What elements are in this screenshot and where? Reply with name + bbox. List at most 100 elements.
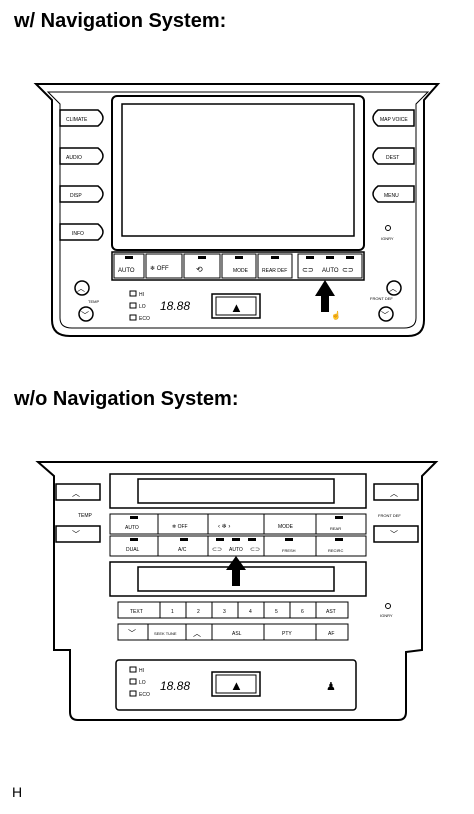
nav-climate-button-recirc[interactable]: ⟲ <box>183 253 221 279</box>
lower-panel <box>115 659 357 711</box>
climate-button-recirc[interactable]: RECIRC <box>328 538 343 553</box>
figure-code: H <box>12 784 23 800</box>
upper-display-frame <box>109 473 367 509</box>
climate-button-rear-def[interactable]: REAR <box>330 516 343 531</box>
audio-row-1: TEXT 1 2 3 4 5 6 AST <box>117 601 349 619</box>
right-temp-down-button[interactable]: ﹀ <box>373 525 419 543</box>
climate-button-ac-off[interactable]: ❄ OFF <box>172 514 209 534</box>
chevron-up-icon: ︿ <box>390 489 398 498</box>
hazard-triangle-icon: ▲ <box>230 300 243 315</box>
fan-low-icon: ⊂⊃ <box>212 547 222 553</box>
temp-down-button[interactable] <box>78 306 94 322</box>
chevron-up-icon: ︿ <box>389 284 397 293</box>
preset-button-2[interactable]: 2 <box>197 602 213 618</box>
right-temp-up-button[interactable]: ︿ <box>373 483 419 501</box>
left-temp-down-button[interactable]: ﹀ <box>55 525 101 543</box>
left-temp-up-button[interactable]: ︿ <box>55 483 101 501</box>
nav-climate-button-mode[interactable]: MODE <box>221 253 257 279</box>
hazard-button[interactable]: ▲ <box>211 293 261 319</box>
audio-button-label: ASL <box>232 631 242 637</box>
preset-label: 4 <box>249 609 252 615</box>
audio-button-af[interactable]: AF <box>328 631 334 637</box>
indicator-label: ECO <box>139 692 150 698</box>
audio-button-label: AST <box>326 609 336 615</box>
nav-climate-button-label: ❄ OFF <box>150 265 169 272</box>
right-temp-label: FRONT DEF <box>378 513 401 518</box>
preset-label: 1 <box>171 609 174 615</box>
fan-up-button[interactable] <box>386 280 402 296</box>
nav-climate-button-ac-off[interactable]: ❄ OFF <box>145 253 183 279</box>
preset-label: 2 <box>197 609 200 615</box>
indicator-label: HI <box>139 668 144 674</box>
nav-left-button-label: CLIMATE <box>66 117 88 123</box>
climate-button-auto[interactable]: AUTO <box>125 514 159 534</box>
ignition-label: IGNRY <box>381 236 394 241</box>
preset-button-1[interactable]: 1 <box>171 602 187 618</box>
audio-button-ast[interactable]: AST <box>326 609 336 615</box>
nav-right-button-dest[interactable]: DEST <box>372 147 415 165</box>
nav-climate-button-rear-def[interactable]: REAR DEF <box>257 253 293 279</box>
fan-down-button[interactable] <box>378 306 394 322</box>
climate-button-mode[interactable]: MODE <box>278 514 317 534</box>
climate-button-ac[interactable]: A/C <box>178 536 209 556</box>
climate-row-1: AUTO ❄ OFF ‹ ❄ › MODE REAR <box>109 513 367 535</box>
climate-button-fan-auto[interactable]: ⊂⊃ AUTO ⊂⊃ <box>212 536 265 556</box>
chevron-up-icon: ︿ <box>193 629 201 638</box>
ignition-label: IGNRY <box>380 613 393 618</box>
indicator-hi <box>129 666 137 673</box>
hand-icon: ☝ <box>331 310 341 320</box>
heading-without-navigation: w/o Navigation System: <box>14 388 239 410</box>
indicator-lo <box>129 678 137 685</box>
preset-button-6[interactable]: 6 <box>301 602 317 618</box>
ignition-indicator-light <box>385 603 391 609</box>
nav-climate-button-label: AUTO <box>322 268 339 274</box>
audio-button-pty[interactable]: PTY <box>282 624 317 640</box>
nav-right-button-menu[interactable]: MENU <box>372 185 415 203</box>
clock-display: 18.88 <box>160 299 190 313</box>
nav-left-button-label: DISP <box>70 193 82 199</box>
nav-climate-button-auto[interactable]: AUTO <box>113 253 145 279</box>
fan-low-icon: ⊂⊃ <box>302 267 314 274</box>
preset-button-4[interactable]: 4 <box>249 602 265 618</box>
climate-button-fan-speed[interactable]: ‹ ❄ › <box>218 514 265 534</box>
audio-button-text[interactable]: TEXT <box>130 602 161 618</box>
climate-button-dual[interactable]: DUAL <box>126 536 159 556</box>
left-temp-label: TEMP <box>78 513 93 519</box>
chevron-down-icon: ﹀ <box>128 629 136 638</box>
audio-button-asl[interactable]: ASL <box>232 624 265 640</box>
ignition-indicator-light <box>385 225 391 231</box>
audio-button-label: TEXT <box>130 609 143 615</box>
seek-up-button[interactable]: ︿ <box>193 624 213 640</box>
indicator-label: LO <box>139 680 146 686</box>
nav-screen-frame <box>111 95 365 251</box>
chevron-up-icon: ︿ <box>72 489 80 498</box>
preset-button-5[interactable]: 5 <box>275 602 291 618</box>
temp-up-button[interactable] <box>74 280 90 296</box>
seek-down-button[interactable]: ﹀ <box>128 624 149 640</box>
nav-left-button-disp[interactable]: DISP <box>59 185 104 203</box>
climate-button-label: AUTO <box>229 547 243 553</box>
nav-left-button-label: INFO <box>72 231 84 237</box>
preset-label: 5 <box>275 609 278 615</box>
preset-button-3[interactable]: 3 <box>223 602 239 618</box>
hazard-button[interactable]: ▲ <box>211 671 261 697</box>
nav-left-button-info[interactable]: INFO <box>59 223 104 241</box>
indicator-lo <box>129 302 137 309</box>
nav-right-button-map-voice[interactable]: MAP VOICE <box>372 109 415 127</box>
nav-left-button-climate[interactable]: CLIMATE <box>59 109 104 127</box>
audio-button-label: AF <box>328 631 334 637</box>
climate-row-2: DUAL A/C ⊂⊃ AUTO ⊂⊃ FRESH RECIRC <box>109 535 367 557</box>
climate-button-label: ❄ OFF <box>172 524 188 530</box>
indicator-label: LO <box>139 304 146 310</box>
climate-button-fresh[interactable]: FRESH <box>282 536 317 556</box>
nav-left-button-audio[interactable]: AUDIO <box>59 147 104 165</box>
climate-button-label: REAR <box>330 526 341 531</box>
indicator-label: ECO <box>139 316 150 322</box>
nav-climate-button-fan-auto[interactable]: ⊂⊃ AUTO ⊂⊃ <box>297 253 363 279</box>
heading-with-navigation: w/ Navigation System: <box>14 10 227 32</box>
indicator-eco <box>129 314 137 321</box>
chevron-up-icon: ︿ <box>77 284 85 293</box>
climate-button-label: MODE <box>278 524 294 530</box>
